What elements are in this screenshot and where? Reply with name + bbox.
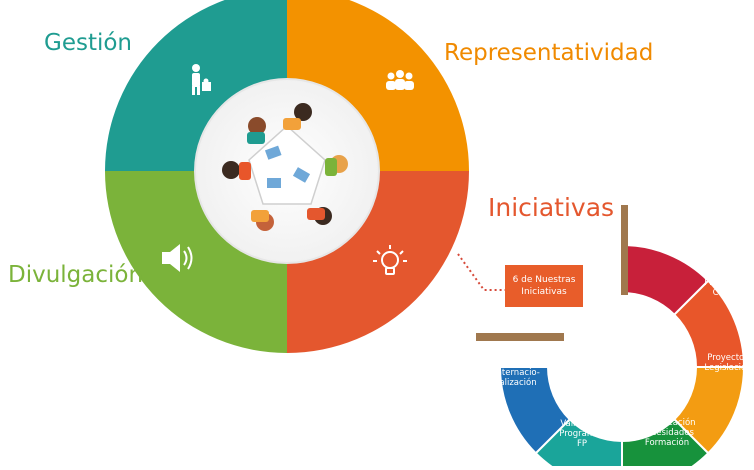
segment-label-internacionalizacion: Internacio- nalización bbox=[494, 368, 540, 388]
label-gestion: Gestión bbox=[44, 30, 133, 56]
lightbulb-icon bbox=[373, 245, 407, 275]
initiatives-ring bbox=[498, 243, 746, 470]
bracket-vertical bbox=[621, 205, 628, 295]
ring-segment-representatividad bbox=[287, 0, 469, 171]
label-representatividad: Representatividad bbox=[444, 40, 654, 66]
initiatives-ring-segment bbox=[621, 417, 710, 470]
segment-label-proyectos-ccl: Proyectos C.C.L. bbox=[704, 278, 746, 298]
ring-segment-divulgacion bbox=[105, 171, 287, 353]
ring-segment-iniciativas bbox=[287, 171, 469, 353]
person-puzzle-icon bbox=[192, 64, 211, 95]
megaphone-icon bbox=[162, 244, 193, 272]
initiatives-ring-segment bbox=[498, 366, 572, 455]
group-people-icon bbox=[386, 70, 414, 90]
callout-connector bbox=[457, 253, 505, 291]
segment-label-identificacion: Identificación Necesidades Formación bbox=[638, 418, 696, 448]
segment-label-validacion: Validación Programas FP bbox=[559, 419, 605, 449]
bracket-horizontal bbox=[476, 333, 564, 341]
callout-box: 6 de Nuestras Iniciativas bbox=[505, 265, 583, 307]
team-meeting-table-icon bbox=[222, 103, 348, 231]
segment-label-normalizacion: Normalización C.L. bbox=[643, 236, 705, 256]
segment-label-proyectos-legislacion: Proyectos Legislación bbox=[704, 353, 752, 373]
label-iniciativas: Iniciativas bbox=[488, 193, 615, 222]
label-divulgacion: Divulgación bbox=[8, 262, 144, 288]
